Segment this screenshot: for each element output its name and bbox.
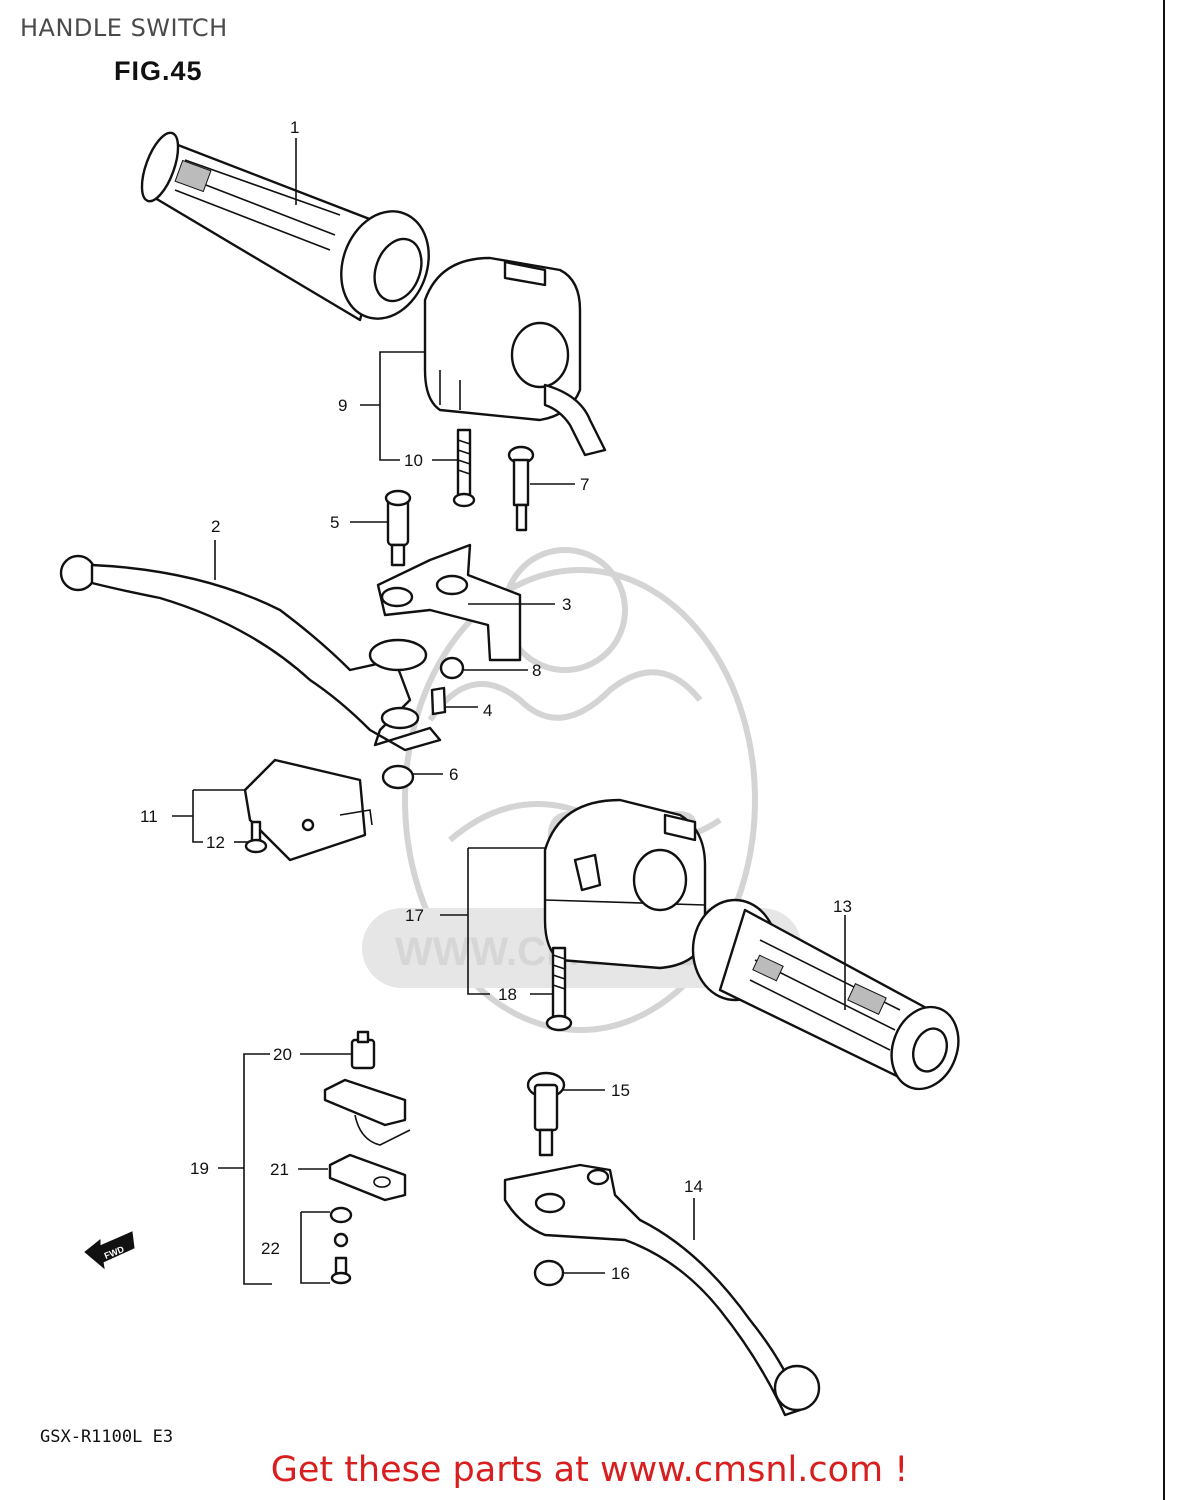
figure-number: FIG.45	[114, 56, 203, 86]
part-22-screws	[329, 1206, 353, 1285]
part-3-lever-holder	[376, 543, 522, 662]
part-16-nut	[533, 1259, 565, 1287]
part-4-adjuster	[430, 686, 447, 716]
part-21-switch-plate	[328, 1153, 407, 1202]
part-5-pivot-bolt	[384, 489, 412, 567]
part-6-nut	[381, 764, 415, 790]
callout-3: 3	[562, 595, 571, 614]
part-18-screw	[545, 946, 573, 1032]
part-1-left-grip	[140, 131, 430, 322]
part-2-brake-lever	[59, 554, 442, 752]
callout-22: 22	[261, 1239, 280, 1258]
callout-18: 18	[498, 985, 517, 1004]
model-code: GSX-R1100L E3	[40, 1427, 174, 1447]
callout-13: 13	[833, 897, 852, 916]
callout-17: 17	[405, 906, 424, 925]
callout-10: 10	[404, 451, 423, 470]
callout-15: 15	[611, 1081, 630, 1100]
part-14-clutch-lever	[503, 1163, 821, 1417]
callout-2: 2	[211, 517, 220, 536]
part-9-left-switch-housing	[423, 256, 607, 457]
part-11-brake-switch	[243, 758, 373, 862]
callout-11: 11	[140, 807, 158, 826]
part-13-throttle-grip	[691, 898, 960, 1091]
callout-20: 20	[273, 1045, 292, 1064]
callout-5: 5	[330, 513, 339, 532]
promo-link[interactable]: Get these parts at www.cmsnl.com !	[270, 1450, 909, 1490]
callout-4: 4	[483, 701, 492, 720]
part-20-connector	[350, 1030, 376, 1070]
callout-1: 1	[290, 118, 299, 137]
page-edge-line	[1163, 0, 1165, 1500]
part-8-nut	[439, 656, 465, 680]
part-7-screw	[507, 445, 535, 532]
callout-12: 12	[206, 833, 225, 852]
callout-16: 16	[611, 1264, 630, 1283]
fwd-arrow-icon: FWD	[84, 1231, 135, 1270]
page-title: HANDLE SWITCH	[20, 14, 228, 42]
callout-21: 21	[270, 1160, 289, 1179]
part-12-screw	[244, 820, 268, 854]
part-17-right-switch-housing	[543, 798, 707, 970]
part-21-switch-plate-upper	[323, 1078, 411, 1146]
callout-9: 9	[338, 396, 347, 415]
callout-labels: 1 2 3 4 5 6 7 8 9 10 11 12 13 14 15 16 1…	[140, 118, 852, 1283]
callout-14: 14	[684, 1177, 703, 1196]
part-15-pivot-bolt	[526, 1071, 566, 1157]
callout-6: 6	[449, 765, 458, 784]
callout-19: 19	[190, 1159, 209, 1178]
part-10-screw	[452, 428, 476, 508]
callout-8: 8	[532, 661, 541, 680]
callout-7: 7	[580, 475, 589, 494]
leader-lines	[172, 138, 846, 1285]
